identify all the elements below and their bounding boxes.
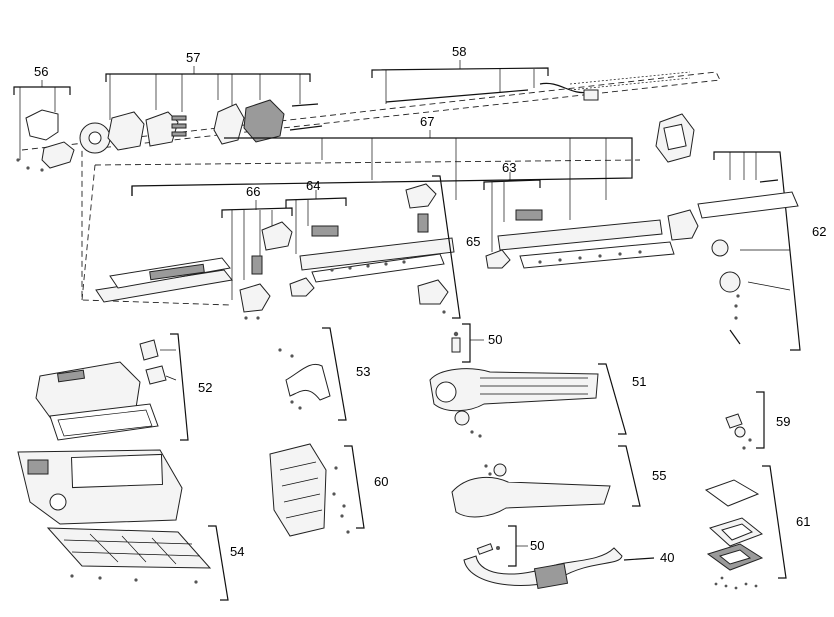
part-group-50-lower — [476, 525, 528, 567]
part-group-52 — [35, 333, 189, 441]
battery-housing — [17, 449, 183, 525]
part-group-50-upper — [451, 323, 484, 363]
part-group-55 — [451, 445, 641, 518]
part-group-66 — [221, 200, 293, 320]
callout-63: 63 — [502, 160, 516, 175]
callout-66: 66 — [246, 184, 260, 199]
part-group-40 — [463, 547, 655, 590]
callout-62: 62 — [812, 224, 826, 239]
callout-50-upper: 50 — [488, 332, 502, 347]
callout-54: 54 — [230, 544, 244, 559]
callout-55: 55 — [652, 468, 666, 483]
part-group-62 — [655, 113, 801, 351]
part-group-59 — [725, 391, 765, 450]
part-group-56 — [13, 80, 75, 172]
callout-60: 60 — [374, 474, 388, 489]
part-group-67 — [95, 130, 675, 303]
callout-61: 61 — [796, 514, 810, 529]
callout-59: 59 — [776, 414, 790, 429]
callout-57: 57 — [186, 50, 200, 65]
callout-58: 58 — [452, 44, 466, 59]
callout-50-lower: 50 — [530, 538, 544, 553]
callout-56: 56 — [34, 64, 48, 79]
callout-64: 64 — [306, 178, 320, 193]
callout-53: 53 — [356, 364, 370, 379]
callout-40: 40 — [660, 550, 674, 565]
part-group-63 — [483, 172, 543, 269]
part-group-51 — [429, 363, 627, 438]
part-group-57 — [79, 66, 323, 154]
part-group-64 — [285, 190, 347, 297]
callout-52: 52 — [198, 380, 212, 395]
callout-67: 67 — [420, 114, 434, 129]
part-group-65 — [405, 175, 461, 319]
callout-65: 65 — [466, 234, 480, 249]
part-group-60 — [269, 443, 365, 537]
callout-labels: 56 57 58 67 66 64 63 65 62 50 52 53 51 5… — [34, 44, 826, 565]
part-group-53 — [278, 327, 347, 421]
part-group-54 — [46, 525, 229, 601]
callout-51: 51 — [632, 374, 646, 389]
part-group-58 — [371, 60, 691, 104]
part-group-61 — [704, 465, 787, 590]
